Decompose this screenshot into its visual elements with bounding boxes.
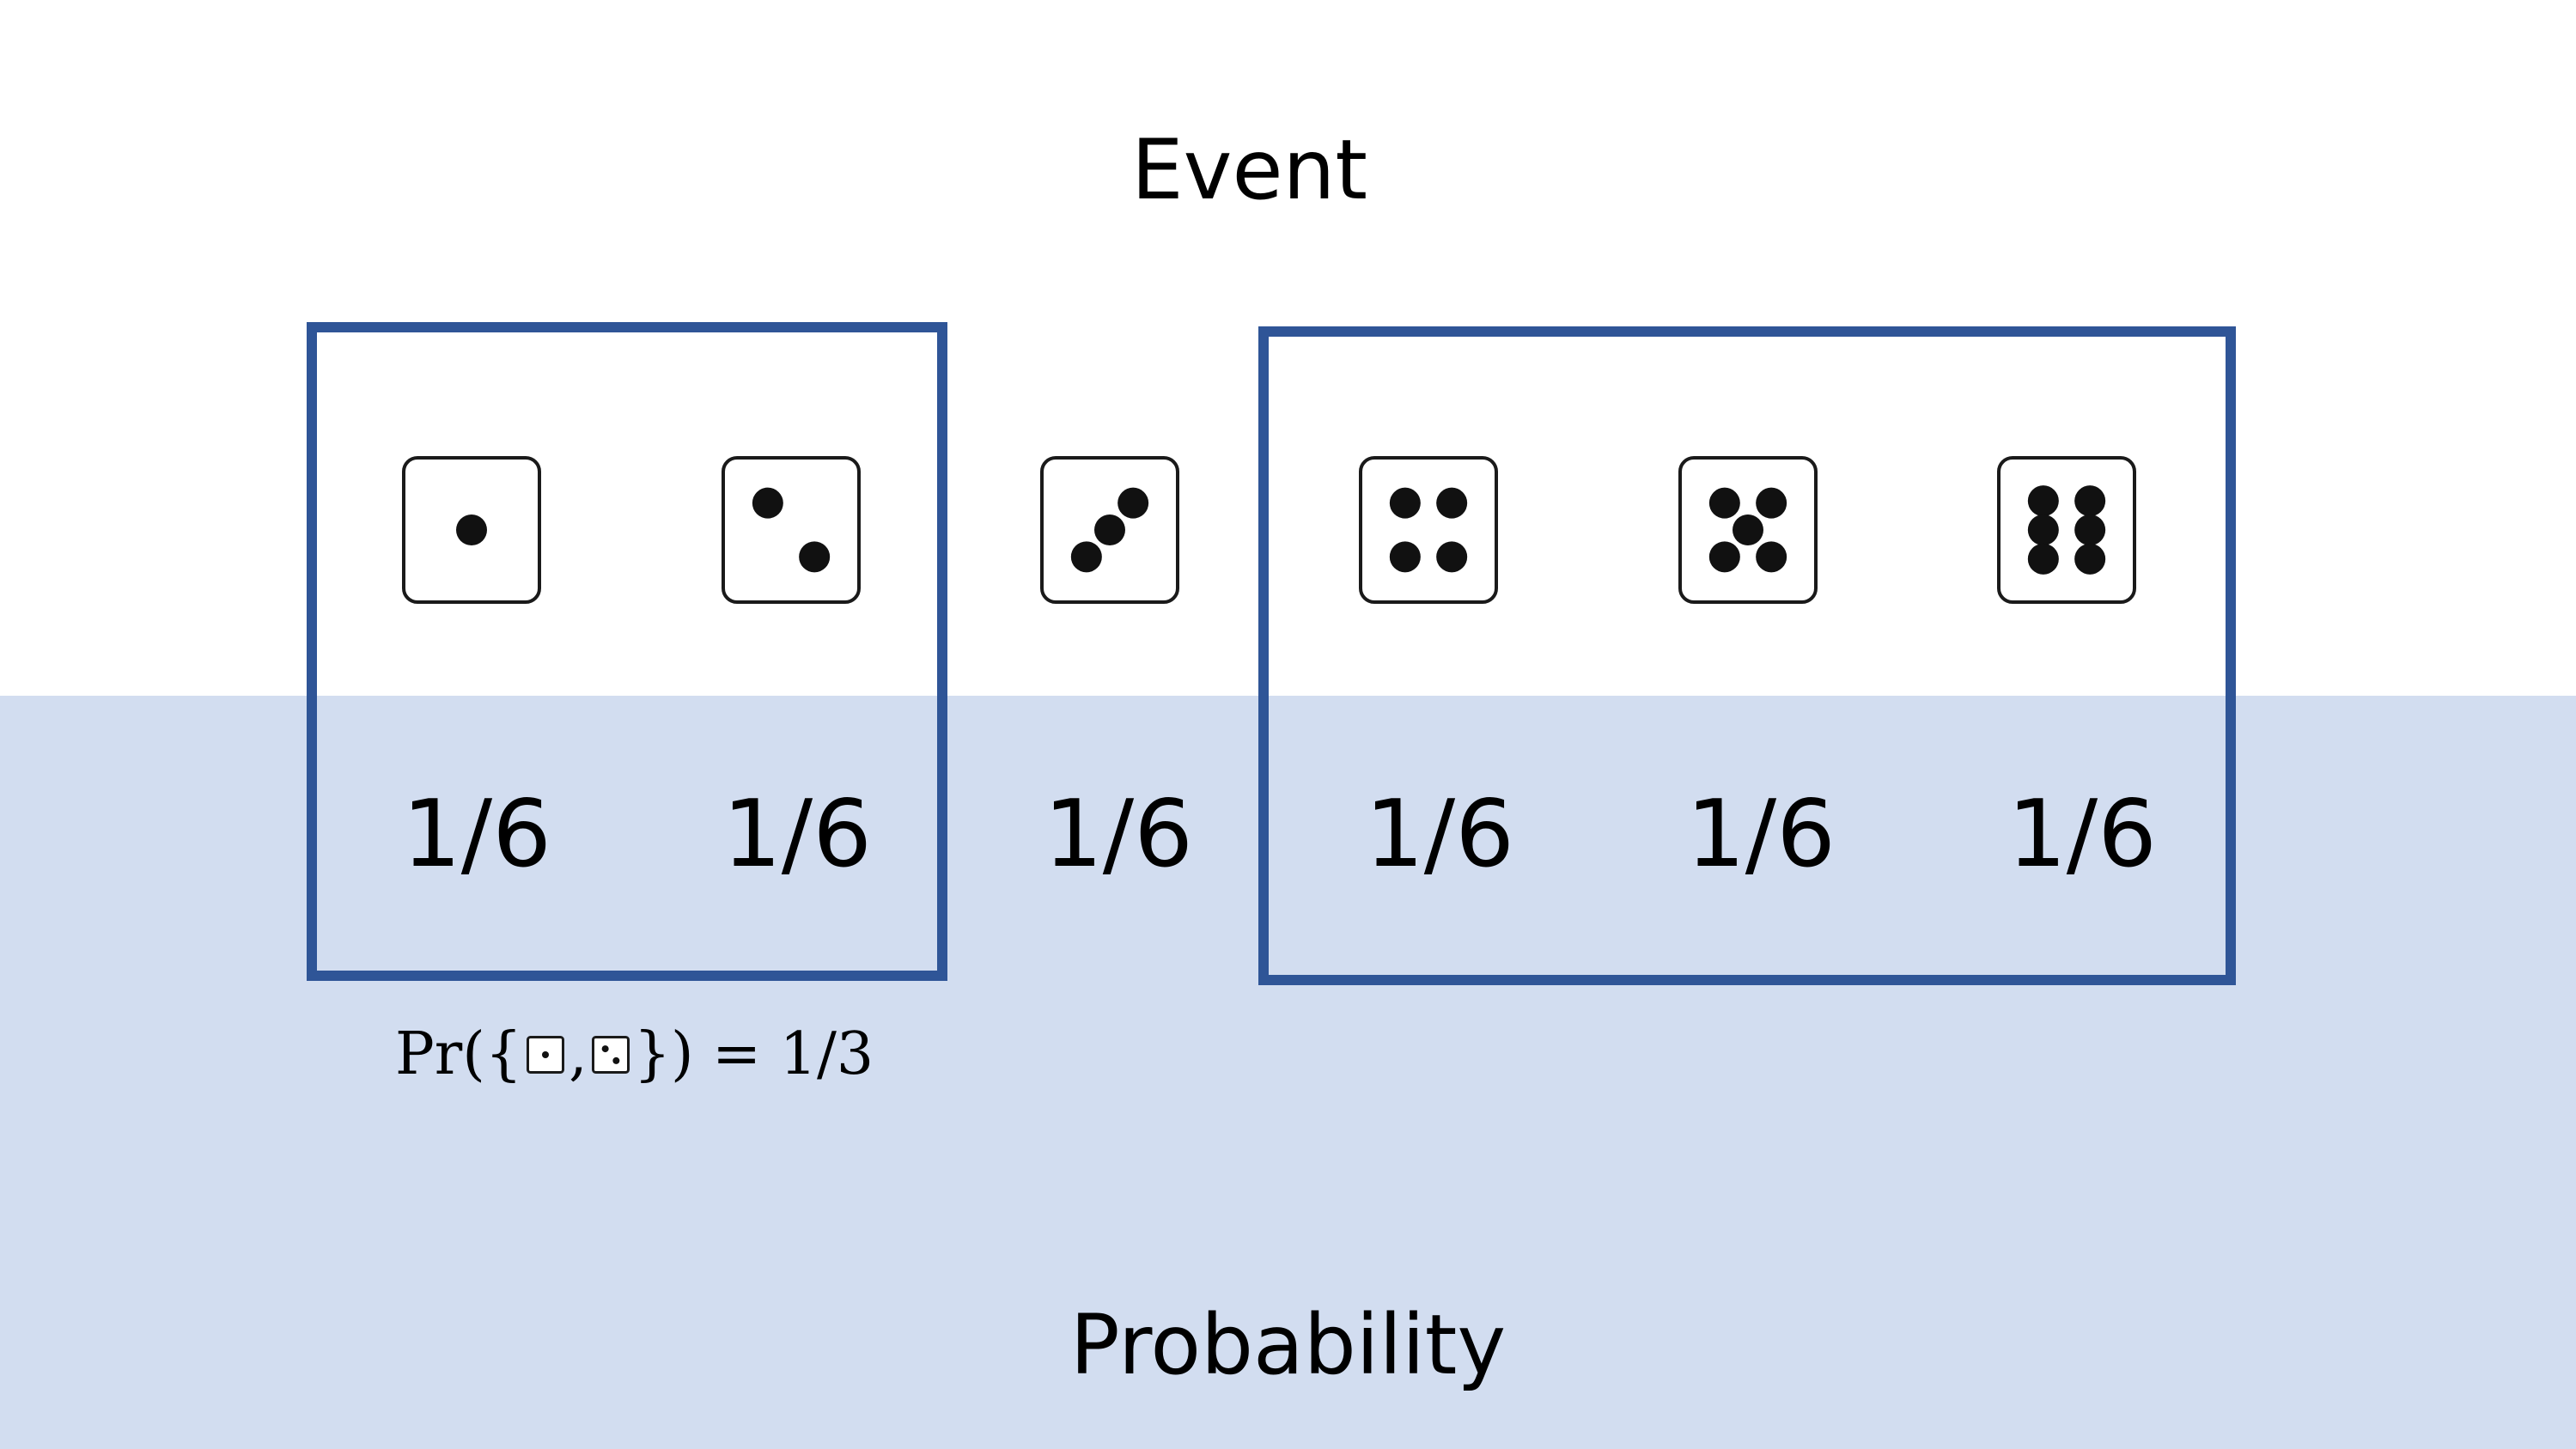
die-pip	[1389, 487, 1421, 519]
event-box-faces-4-5-6	[1258, 326, 2236, 985]
die-pip	[542, 1051, 550, 1058]
die-pip	[1070, 541, 1102, 573]
die-face-1-icon	[526, 1035, 565, 1075]
die-pip	[799, 541, 831, 573]
die-face-1-icon	[401, 455, 542, 605]
die-pip	[1733, 514, 1763, 545]
die-outline	[591, 1036, 630, 1074]
die-pip	[2027, 543, 2059, 575]
die-face-2-icon	[721, 455, 862, 605]
die-pip	[1756, 487, 1787, 519]
die-pip	[1117, 487, 1149, 519]
die-pip	[2074, 485, 2106, 517]
event-box-faces-1-2	[307, 322, 947, 981]
probability-label: 1/6	[402, 781, 551, 888]
die-pip	[2074, 514, 2106, 545]
die-face-6-icon	[1996, 455, 2137, 605]
die-face-4-icon	[1358, 455, 1499, 605]
die-pip	[1436, 541, 1468, 573]
die-pip	[1756, 541, 1787, 573]
die-pip	[2027, 514, 2059, 545]
probability-label: 1/6	[1365, 781, 1514, 888]
die-pip	[612, 1056, 620, 1064]
die-face-2-icon	[591, 1035, 630, 1075]
die-outline	[1997, 456, 2136, 604]
die-pip	[1389, 541, 1421, 573]
formula-suffix: }) = 1/3	[633, 1020, 874, 1088]
probability-label: 1/6	[722, 781, 872, 888]
die-face-5-icon	[1678, 455, 1818, 605]
die-pip	[1708, 541, 1740, 573]
die-pip	[1708, 487, 1740, 519]
formula-prefix: Pr({	[395, 1020, 523, 1088]
probability-title: Probability	[1069, 1297, 1507, 1393]
die-pip	[456, 514, 487, 545]
formula-separator: ,	[569, 1020, 588, 1088]
die-pip	[601, 1045, 609, 1053]
die-outline	[1359, 456, 1498, 604]
probability-band	[0, 696, 2576, 1449]
event-title: Event	[1130, 122, 1367, 218]
probability-label: 1/6	[1044, 781, 1193, 888]
probability-label: 1/6	[2007, 781, 2157, 888]
die-pip	[2027, 485, 2059, 517]
die-pip	[2074, 543, 2106, 575]
probability-label: 1/6	[1686, 781, 1836, 888]
die-outline	[722, 456, 861, 604]
die-pip	[1436, 487, 1468, 519]
die-pip	[1094, 514, 1125, 545]
die-pip	[752, 487, 783, 519]
event-probability-formula: Pr({ , }) = 1/3	[395, 1020, 874, 1089]
die-face-3-icon	[1039, 455, 1180, 605]
